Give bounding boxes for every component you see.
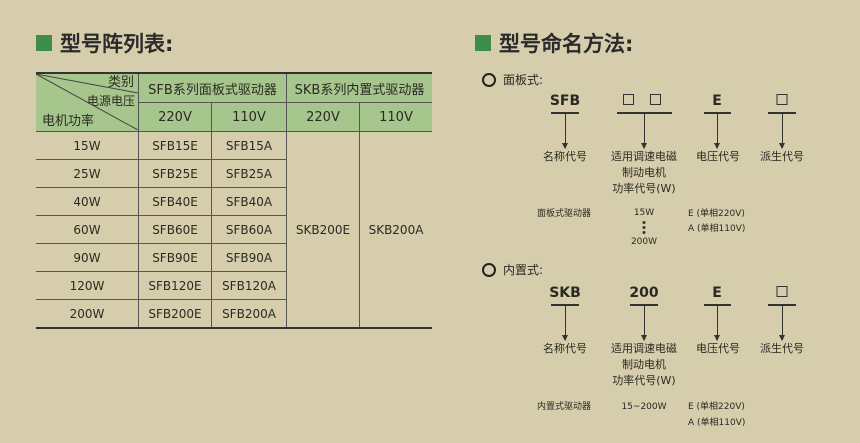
model-a-cell: SFB60A: [211, 215, 287, 244]
voltage-a: A (单相110V): [688, 418, 746, 428]
code-power-placeholder: [615, 93, 669, 109]
title-text: 型号阵列表:: [60, 32, 174, 56]
model-e-cell: SFB25E: [138, 159, 212, 188]
label-derived: 派生代号: [760, 342, 804, 355]
range-from: 15W: [633, 208, 655, 218]
code-power: 200: [629, 285, 659, 301]
code-name: SKB: [549, 285, 581, 301]
model-a-cell: SFB40A: [211, 187, 287, 216]
square-icon: [475, 35, 491, 51]
code-voltage: E: [712, 285, 722, 301]
table-section-title: 型号阵列表:: [36, 28, 173, 58]
code-voltage: E: [712, 93, 722, 109]
ellipsis-dots-icon: [642, 221, 646, 236]
skb-e-cell: SKB200E: [286, 131, 360, 329]
corner-category: 类别: [107, 75, 134, 90]
model-a-cell: SFB25A: [211, 159, 287, 188]
model-e-cell: SFB15E: [138, 131, 212, 160]
label-name: 名称代号: [543, 150, 587, 163]
voltage-header: 110V: [211, 102, 287, 132]
power-cell: 40W: [36, 187, 139, 216]
panel-heading: 面板式:: [482, 71, 543, 88]
power-cell: 200W: [36, 299, 139, 329]
model-a-cell: SFB90A: [211, 243, 287, 272]
builtin-heading: 内置式:: [482, 261, 543, 278]
group-header: SFB系列面板式驱动器: [138, 72, 287, 103]
power-cell: 15W: [36, 131, 139, 160]
model-a-cell: SFB15A: [211, 131, 287, 160]
model-e-cell: SFB60E: [138, 215, 212, 244]
model-a-cell: SFB200A: [211, 299, 287, 329]
voltage-e: E (单相220V): [688, 209, 745, 219]
model-e-cell: SFB90E: [138, 243, 212, 272]
code-derived-placeholder: [769, 93, 796, 109]
type-text: 内置式驱动器: [536, 402, 592, 412]
corner-cell: 类别 电源电压 电机功率: [36, 72, 139, 132]
naming-section-title: 型号命名方法:: [475, 28, 633, 58]
model-e-cell: SFB120E: [138, 271, 212, 300]
power-cell: 60W: [36, 215, 139, 244]
voltage-e: E (单相220V): [688, 402, 745, 412]
model-a-cell: SFB120A: [211, 271, 287, 300]
heading-text: 面板式:: [503, 73, 544, 87]
square-icon: [36, 35, 52, 51]
skb-a-cell: SKB200A: [359, 131, 432, 329]
corner-power: 电机功率: [42, 114, 95, 129]
title-text: 型号命名方法:: [499, 32, 634, 56]
group-header: SKB系列内置式驱动器: [286, 72, 432, 103]
heading-text: 内置式:: [503, 263, 544, 277]
range-text: 15~200W: [621, 402, 667, 412]
code-name: SFB: [549, 93, 581, 109]
model-e-cell: SFB200E: [138, 299, 212, 329]
type-text: 面板式驱动器: [536, 209, 592, 219]
label-power: 适用调速电磁制动电机功率代号(W): [611, 150, 677, 195]
voltage-a: A (单相110V): [688, 224, 746, 234]
voltage-header: 110V: [359, 102, 432, 132]
circle-icon: [482, 262, 496, 277]
power-cell: 90W: [36, 243, 139, 272]
range-to: 200W: [630, 237, 658, 247]
circle-icon: [482, 72, 496, 87]
model-table: 类别 电源电压 电机功率 SFB系列面板式驱动器 SKB系列内置式驱动器 220…: [36, 72, 432, 329]
label-derived: 派生代号: [760, 150, 804, 163]
code-derived-placeholder: [769, 285, 796, 301]
label-power: 适用调速电磁制动电机功率代号(W): [611, 342, 677, 387]
corner-voltage: 电源电压: [86, 94, 135, 108]
label-voltage: 电压代号: [696, 150, 740, 163]
power-cell: 120W: [36, 271, 139, 300]
model-e-cell: SFB40E: [138, 187, 212, 216]
voltage-header: 220V: [138, 102, 212, 132]
label-name: 名称代号: [543, 342, 587, 355]
diagonal-lines: [36, 74, 138, 130]
label-voltage: 电压代号: [696, 342, 740, 355]
power-cell: 25W: [36, 159, 139, 188]
voltage-header: 220V: [286, 102, 360, 132]
